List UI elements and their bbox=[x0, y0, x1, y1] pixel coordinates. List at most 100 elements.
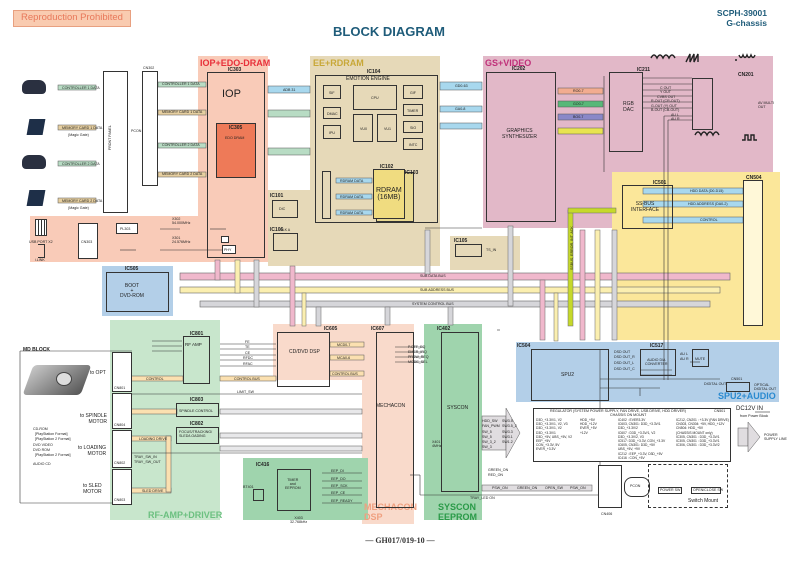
rdram-data-3: RDRAM DATA bbox=[340, 211, 364, 215]
tray-led-label: TRAY_LED ON bbox=[470, 496, 495, 500]
format-5: DVD ROM bbox=[33, 448, 50, 452]
ee-region-lower bbox=[268, 190, 310, 266]
power-connector: CN501 bbox=[714, 409, 726, 413]
model-number: SCPH-39001 bbox=[716, 8, 767, 18]
ssbus-region-right bbox=[700, 230, 780, 340]
memory-card-1-label: MEMORY CARD 1 DATA bbox=[62, 126, 103, 130]
iop-ee-bus-arrow bbox=[267, 85, 311, 94]
graphics-synthesizer-chip bbox=[486, 72, 556, 222]
md-target-opt: to OPT bbox=[90, 370, 106, 376]
sys-out-4: SW3.1 bbox=[502, 435, 513, 439]
rfamp-name: RF AMP bbox=[185, 342, 202, 347]
clk-label: CLK A bbox=[280, 228, 291, 232]
syscon-region bbox=[424, 324, 482, 520]
format-3: [PlayStation 2 Format] bbox=[35, 437, 71, 441]
ssbus-lime-label: SSBUS, ERROR, INT, ACK bbox=[570, 226, 574, 270]
dac-name: AUDIO D/A CONVERTER bbox=[645, 358, 668, 366]
ic106-number: IC106 bbox=[270, 227, 284, 233]
sys-out-5: SW1.2 bbox=[502, 440, 513, 444]
cn804-connector bbox=[112, 393, 132, 429]
hdd-control-label: CONTROL bbox=[700, 218, 718, 222]
cn801-connector bbox=[112, 352, 132, 392]
memory-card-2-icon bbox=[26, 190, 46, 206]
sys-out-3: SW3.3 bbox=[502, 430, 513, 434]
fe-signal: FE bbox=[245, 340, 250, 344]
ilink-port-icon bbox=[38, 244, 45, 258]
cn201-connector bbox=[692, 78, 713, 130]
pl303-chip bbox=[116, 223, 138, 234]
focus-name: FOCUS/TRACKING/ SLED/LOADING bbox=[179, 430, 213, 438]
pll-chip bbox=[221, 236, 229, 243]
format-7: AUDIO CD bbox=[33, 462, 51, 466]
mute-label: MUTE bbox=[695, 357, 706, 361]
cn501-label: CN501 bbox=[731, 377, 743, 381]
mc-sys-4: MODE_SEL bbox=[408, 360, 428, 364]
cn303-label: CN303 bbox=[81, 240, 93, 244]
tray-sw-out: TRAY_SW_OUT bbox=[134, 460, 161, 464]
region-label-syscon: SYSCON EEPROM bbox=[438, 502, 478, 522]
ssbus-ic-number: IC501 bbox=[653, 180, 667, 186]
loading-drive-label: LOADING DRIVE bbox=[139, 437, 168, 441]
mechacon-ic-number: IC607 bbox=[371, 326, 385, 332]
ssbus-name: SS-BUS INTERFACE bbox=[631, 201, 660, 213]
gs-dac-g: GO0-7 bbox=[573, 102, 584, 106]
av-out-aul: AU L bbox=[671, 113, 679, 117]
dac-ic-number: IC517 bbox=[650, 343, 664, 349]
power-supply-line: POWER SUPPLY LINE bbox=[764, 433, 787, 441]
timer-crystal: X403 32.768kHz bbox=[290, 516, 308, 524]
spindle-ic-number: IC803 bbox=[190, 397, 204, 403]
eep-ce: EEP_CE bbox=[331, 491, 346, 495]
av-out-r: R-OUT (CR-OUT) bbox=[651, 99, 680, 103]
spu2-chip bbox=[531, 349, 609, 401]
md-target-spindle: to SPINDLE MOTOR bbox=[80, 413, 107, 425]
edo-dram-name: EDO DRAM bbox=[225, 136, 245, 140]
dsp-mc-data: MCD0-7 bbox=[337, 343, 351, 347]
eep-do: EEP_DO bbox=[331, 477, 346, 481]
digital-out-label: DIGITAL OUT bbox=[704, 382, 727, 386]
iop-chip-name: IOP bbox=[222, 88, 241, 100]
md-target-sled: to SLED MOTOR bbox=[83, 483, 102, 495]
ic101-name: DIC bbox=[279, 207, 286, 211]
cn303-chip bbox=[78, 223, 98, 259]
focus-ic-number: IC802 bbox=[190, 421, 204, 427]
spu2-out-2: DSD OUT_R bbox=[614, 355, 635, 359]
region-label-rf: RF-AMP+DRIVER bbox=[148, 510, 223, 520]
spu2-name: SPU2 bbox=[561, 372, 575, 378]
power-sub: CHASSIS ON MOUNT bbox=[610, 413, 647, 417]
open-close-switch bbox=[691, 487, 721, 494]
timer-ic-number: IC416 bbox=[256, 462, 270, 468]
ee-block-cpu: CPU bbox=[353, 85, 397, 110]
led-red: RED_ON bbox=[488, 473, 503, 477]
reproduction-notice bbox=[13, 10, 131, 27]
memory-card-2-note: (Magic Gate) bbox=[68, 206, 89, 210]
led-psw: PSW_ON bbox=[492, 486, 508, 490]
rdram-name: RDRAM (16MB) bbox=[376, 187, 402, 201]
gs-dac-r: RO0-7 bbox=[573, 89, 584, 93]
rf-control-label: CONTROL bbox=[146, 377, 164, 381]
ee-block-dramc bbox=[322, 171, 331, 219]
iop-link-3: CONTROLLER 2 DATA bbox=[162, 143, 200, 147]
dsp-mc-control: CONTROL BUS bbox=[332, 372, 358, 376]
iop-chip bbox=[207, 72, 265, 258]
temperature-sensor-chip bbox=[455, 244, 482, 257]
front-panel-label: FRONT PANEL bbox=[108, 125, 112, 150]
ee-block-sio: SIO bbox=[403, 121, 423, 133]
ic106-chip bbox=[273, 233, 298, 251]
av-out-aur: AU R bbox=[671, 117, 680, 121]
rgbdac-name: RGB DAC bbox=[623, 101, 634, 113]
cn802-label: CN802 bbox=[114, 461, 126, 465]
rgbdac-ic-number: IC211 bbox=[637, 67, 651, 73]
page-title: BLOCK DIAGRAM bbox=[333, 24, 445, 39]
syscon-in-5: SW_3_2 bbox=[482, 440, 496, 444]
cn406-connector bbox=[598, 465, 622, 508]
cn803-label: CN803 bbox=[114, 498, 126, 502]
cn804-label: CN804 bbox=[114, 423, 126, 427]
open-close-switch-label: OPEN/CLOSE SW bbox=[693, 488, 724, 492]
sys-out-1: SW3.5 bbox=[502, 419, 513, 423]
controller-1-label: CONTROLLER 1 DATA bbox=[62, 86, 100, 90]
syscon-in-3: SW_5 bbox=[482, 430, 492, 434]
ssbus-interface-chip bbox=[622, 185, 673, 229]
battery-label: BT401 bbox=[243, 485, 254, 489]
ce-signal: CE bbox=[245, 351, 250, 355]
